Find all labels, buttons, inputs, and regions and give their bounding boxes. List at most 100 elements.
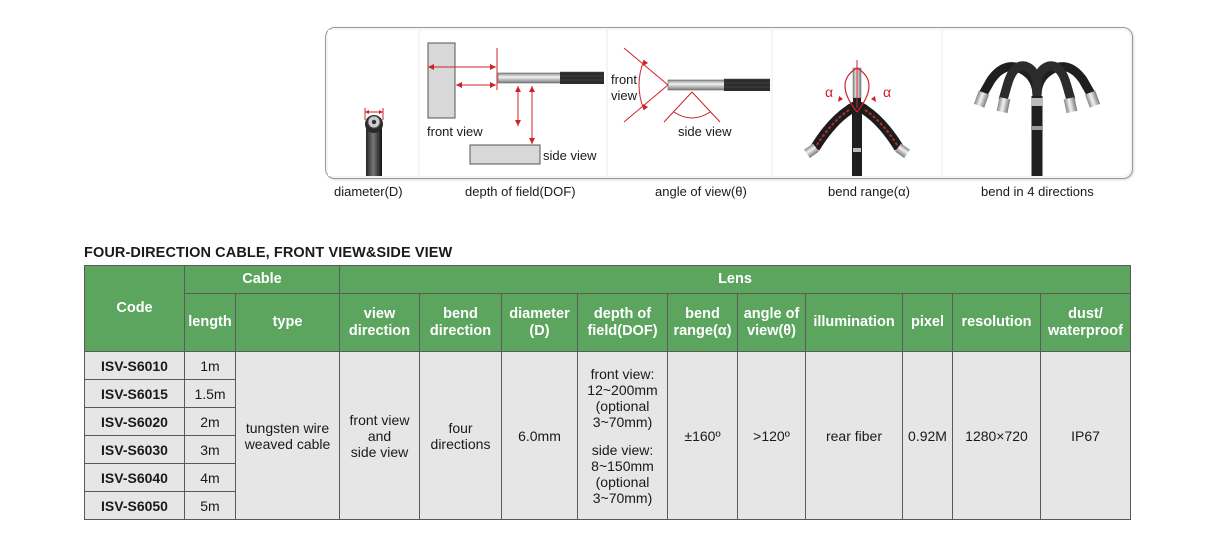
bend-alpha-left: α (825, 84, 834, 100)
row-length: 3m (184, 435, 236, 464)
diameter-diagram (328, 30, 418, 176)
dof-drawing (427, 42, 604, 165)
header-diameter: diameter (D) (501, 293, 578, 352)
angle-diagram: front view side view (608, 30, 771, 176)
header-length: length (184, 293, 236, 352)
caption-diameter: diameter(D) (334, 184, 403, 199)
spec-table: Code Cable Lens length type view directi… (84, 265, 1131, 520)
header-cable-group: Cable (184, 265, 340, 294)
header-bend-direction-l2: direction (429, 322, 492, 339)
cell-dof-side-l2: 8~150mm (591, 457, 654, 474)
header-column-row: length type view direction bend directio… (85, 293, 1131, 352)
four-direction-diagram (943, 30, 1130, 176)
cell-dof-side-l4: 3~70mm) (592, 489, 653, 506)
row-code: ISV-S6015 (84, 379, 185, 408)
header-code: Code (84, 265, 185, 352)
header-bend-direction-l1: bend (443, 305, 478, 322)
header-dof-l2: field(DOF) (587, 322, 658, 339)
header-bend-range-l1: bend (685, 305, 720, 322)
angle-front-label: front view (611, 72, 637, 104)
header-lens-group: Lens (339, 265, 1131, 294)
header-angle-of-view-l2: view(θ) (747, 322, 796, 339)
cell-bend-direction-l2: directions (430, 435, 491, 452)
cell-angle-of-view: >120º (737, 351, 806, 520)
cell-bend-direction-l1: four (448, 419, 473, 436)
cell-view-direction-l1: front view (349, 411, 410, 428)
table-row: ISV-S6040 4m (84, 463, 1131, 492)
cell-view-direction-l3: side view (350, 443, 409, 460)
row-length: 2m (184, 407, 236, 436)
cell-view-direction: front view and side view (339, 351, 420, 520)
cell-illumination: rear fiber (805, 351, 903, 520)
header-view-direction: view direction (339, 293, 420, 352)
cell-dof-front-l1: front view: (590, 365, 655, 382)
cell-view-direction-l2: and (367, 427, 392, 444)
header-pixel: pixel (902, 293, 953, 352)
row-code: ISV-S6040 (84, 463, 185, 492)
cell-dof-front-l3: (optional (595, 397, 650, 414)
row-length: 1m (184, 351, 236, 380)
angle-front-line1: front (611, 72, 638, 87)
header-dof-l1: depth of (593, 305, 652, 322)
dof-diagram: front view side view (420, 30, 606, 176)
header-bend-direction: bend direction (419, 293, 502, 352)
header-angle-of-view-l1: angle of (743, 305, 800, 322)
row-code: ISV-S6020 (84, 407, 185, 436)
row-length: 1.5m (184, 379, 236, 408)
angle-front-line2: view (611, 88, 638, 103)
caption-four-directions: bend in 4 directions (981, 184, 1094, 199)
header-bend-range: bend range(α) (667, 293, 738, 352)
row-length: 4m (184, 463, 236, 492)
cell-dof-front-l2: 12~200mm (587, 381, 658, 398)
header-dof: depth of field(DOF) (577, 293, 668, 352)
table-row: ISV-S6030 3m (84, 435, 1131, 464)
cell-dof: front view: 12~200mm (optional 3~70mm) s… (577, 351, 668, 520)
cell-type: tungsten wire weaved cable (235, 351, 340, 520)
header-resolution: resolution (952, 293, 1041, 352)
header-illumination: illumination (805, 293, 903, 352)
caption-bend-range: bend range(α) (828, 184, 910, 199)
header-dust-l1: dust/ (1068, 305, 1103, 322)
diagram-strip: front view side view front view side vie… (325, 27, 1133, 179)
cell-bend-direction: four directions (419, 351, 502, 520)
header-group-row: Code Cable Lens (84, 265, 1131, 352)
header-diameter-l1: diameter (509, 305, 570, 322)
bend-alpha-right: α (883, 84, 892, 100)
cell-dof-side-l1: side view: (591, 441, 654, 458)
header-bend-range-l2: range(α) (673, 322, 732, 339)
row-code: ISV-S6030 (84, 435, 185, 464)
header-view-direction-l1: view (363, 305, 396, 322)
header-type: type (235, 293, 340, 352)
angle-side-label: side view (678, 124, 732, 139)
header-angle-of-view: angle of view(θ) (737, 293, 806, 352)
angle-drawing (623, 47, 770, 123)
cell-type-l1: tungsten wire (245, 419, 330, 436)
four-direction-drawing (973, 61, 1101, 176)
row-code: ISV-S6050 (84, 491, 185, 520)
header-view-direction-l2: direction (348, 322, 411, 339)
table-row: ISV-S6010 1m tungsten wire weaved cable … (84, 351, 1131, 520)
row-length: 5m (184, 491, 236, 520)
table-row: ISV-S6050 5m (84, 491, 1131, 520)
dof-front-label: front view (427, 124, 483, 139)
cell-diameter: 6.0mm (501, 351, 578, 520)
cell-type-l2: weaved cable (244, 435, 331, 452)
diameter-drawing (364, 108, 384, 176)
row-code: ISV-S6010 (84, 351, 185, 380)
section-title: FOUR-DIRECTION CABLE, FRONT VIEW&SIDE VI… (84, 245, 453, 261)
caption-angle: angle of view(θ) (655, 184, 747, 199)
table-row: ISV-S6020 2m (84, 407, 1131, 436)
cell-dof-spacer (578, 430, 667, 442)
table-row: ISV-S6015 1.5m (84, 379, 1131, 408)
header-dust-l2: waterproof (1048, 322, 1123, 339)
dof-side-label: side view (543, 148, 597, 163)
cell-dof-front-l4: 3~70mm) (592, 413, 653, 430)
cell-bend-range: ±160º (667, 351, 738, 520)
header-diameter-l2: (D) (529, 322, 550, 339)
header-dust: dust/ waterproof (1040, 293, 1131, 352)
cell-dof-side-l3: (optional (595, 473, 650, 490)
caption-dof: depth of field(DOF) (465, 184, 576, 199)
cell-dust: IP67 (1040, 351, 1131, 520)
bend-range-diagram: α α (773, 30, 941, 176)
cell-pixel: 0.92M (902, 351, 953, 520)
